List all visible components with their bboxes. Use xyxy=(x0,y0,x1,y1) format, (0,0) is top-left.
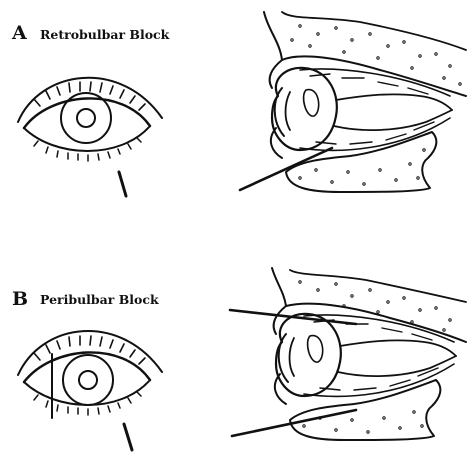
panel-a-letter: A xyxy=(12,22,27,44)
panel-b-letter: B xyxy=(12,288,28,310)
panel-a-title: Retrobulbar Block xyxy=(40,27,169,42)
panel-a: A Retrobulbar Block xyxy=(0,0,472,227)
panel-b: B Peribulbar Block xyxy=(0,228,472,455)
panel-b-title: Peribulbar Block xyxy=(40,292,159,307)
